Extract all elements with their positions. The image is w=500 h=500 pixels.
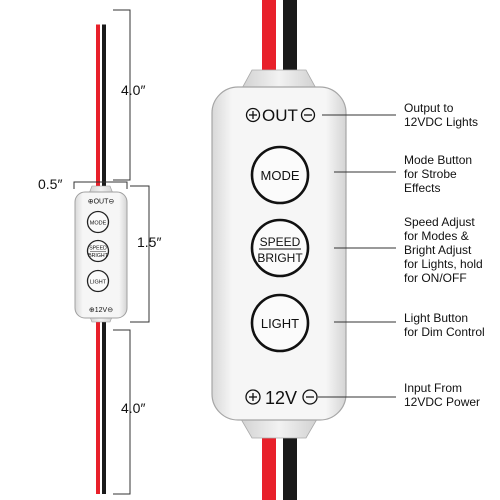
plus-icon	[245, 107, 261, 123]
callout-light-line: for Dim Control	[404, 325, 485, 339]
small-top-red-wire	[96, 24, 100, 186]
large-top-red-wire	[262, 0, 276, 76]
large-top-black-wire	[283, 0, 297, 76]
callout-mode-line: for Strobe	[404, 167, 457, 181]
small-speed-label: SPEED	[89, 246, 107, 252]
callout-speed-line: for Modes &	[404, 229, 469, 243]
small-top-black-wire	[102, 24, 106, 186]
callout-mode-line: Mode Button	[404, 153, 472, 167]
dim-body-length: 1.5″	[137, 234, 161, 250]
callout-input-line: 12VDC Power	[404, 395, 480, 409]
callout-mode: Mode Button for Strobe Effects	[404, 153, 472, 195]
large-input-marker: 12V	[245, 388, 318, 408]
large-bottom-red-wire	[262, 434, 276, 500]
callout-speed: Speed Adjust for Modes & Bright Adjust f…	[404, 215, 483, 285]
small-output-label: ⊕OUT⊖	[88, 199, 115, 206]
plus-icon	[245, 389, 261, 405]
callout-speed-line: for ON/OFF	[404, 271, 467, 285]
large-mode-label: MODE	[261, 168, 300, 183]
callout-output: Output to 12VDC Lights	[404, 101, 478, 129]
small-speed-button[interactable]	[86, 239, 110, 263]
small-light-label: LIGHT	[90, 280, 107, 286]
callout-light: Light Button for Dim Control	[404, 311, 485, 339]
large-bright-label: BRIGHT	[257, 251, 303, 265]
small-mode-button[interactable]	[86, 210, 110, 234]
minus-icon	[302, 389, 318, 405]
large-speed-bright-button[interactable]	[250, 218, 310, 278]
dim-width: 0.5″	[38, 176, 62, 192]
large-bottom-black-wire	[283, 434, 297, 500]
dimension-lines	[73, 9, 150, 495]
large-output-marker: OUT	[245, 106, 316, 125]
small-controller: ⊕OUT⊖ MODE SPEED BRIGHT LIGHT ⊕12V⊖	[74, 23, 128, 494]
minus-icon	[300, 107, 316, 123]
small-bottom-red-wire	[96, 318, 100, 494]
small-input-label: ⊕12V⊖	[89, 307, 113, 314]
small-bright-label: BRIGHT	[88, 253, 108, 259]
callout-speed-line: Bright Adjust	[404, 243, 472, 257]
callout-output-line: Output to	[404, 101, 454, 115]
small-bottom-black-wire	[102, 318, 106, 494]
large-light-button[interactable]	[250, 293, 310, 353]
large-controller: OUT MODE SPEED BRIGHT LIGHT 12V	[211, 0, 347, 500]
callout-speed-line: for Lights, hold	[404, 257, 483, 271]
large-speed-label: SPEED	[260, 235, 301, 249]
callout-input-line: Input From	[404, 381, 462, 395]
large-input-label: 12V	[265, 388, 297, 408]
small-mode-label: MODE	[90, 221, 107, 227]
callout-mode-line: Effects	[404, 181, 440, 195]
callout-light-line: Light Button	[404, 311, 468, 325]
small-light-button[interactable]	[86, 269, 110, 293]
callout-output-line: 12VDC Lights	[404, 115, 478, 129]
large-mode-button[interactable]	[250, 145, 310, 205]
large-output-label: OUT	[262, 106, 298, 125]
dim-bottom-wire: 4.0″	[121, 400, 145, 416]
callout-speed-line: Speed Adjust	[404, 215, 475, 229]
large-light-label: LIGHT	[261, 316, 299, 331]
dim-top-wire: 4.0″	[121, 82, 145, 98]
callout-input: Input From 12VDC Power	[404, 381, 480, 409]
callout-lines	[318, 114, 396, 398]
